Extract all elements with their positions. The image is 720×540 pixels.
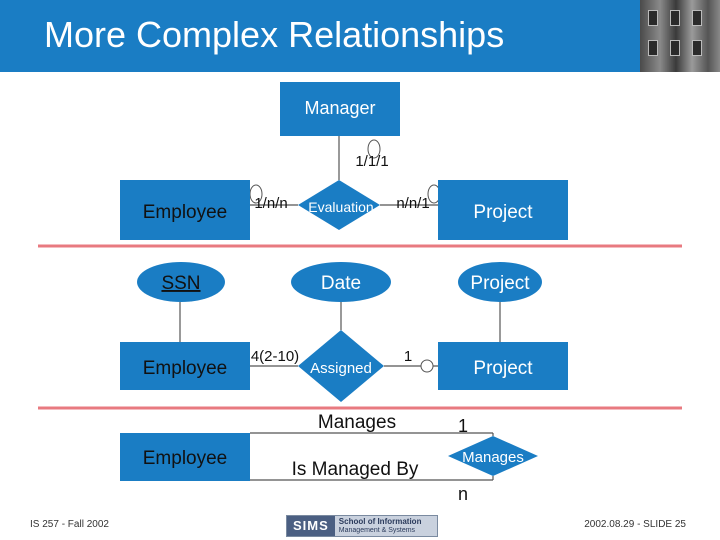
cardinality-project-evaluation: n/n/1: [396, 195, 429, 212]
role-label-is-managed-by: Is Managed By: [292, 459, 419, 480]
cardinality-project-assigned: 1: [404, 348, 412, 365]
cardinality-manages-top: 1: [458, 416, 468, 436]
cardinality-employee-evaluation: 1/n/n: [254, 195, 287, 212]
entity-manager: [280, 82, 400, 136]
entity-employee-label: Employee: [143, 448, 228, 469]
entity-employee-label: Employee: [143, 358, 228, 379]
photo-window: [648, 40, 658, 56]
cardinality-employee-assigned: 4(2-10): [251, 348, 299, 365]
entity-project: [438, 180, 568, 240]
relationship-evaluation: [298, 180, 380, 230]
optional-circle: [420, 359, 434, 373]
photo-window: [670, 40, 680, 56]
footer-slide-number: 2002.08.29 - SLIDE 25: [584, 519, 686, 530]
entity-employee: [120, 433, 250, 481]
attribute-ssn: [137, 262, 225, 302]
attribute-date: [291, 262, 391, 302]
footer-course: IS 257 - Fall 2002: [30, 519, 109, 530]
attribute-project: [458, 262, 542, 302]
sims-logo-line1: School of Information: [338, 517, 422, 526]
optional-circle: [367, 139, 381, 159]
sims-logo-mark: SIMS: [287, 516, 335, 536]
relationship-assigned: [298, 330, 384, 402]
cardinality-manages-bottom: n: [458, 484, 468, 504]
entity-project-label: Project: [473, 358, 533, 379]
sims-logo-text: School of Information Management & Syste…: [334, 516, 437, 536]
relationship-manages: [448, 436, 538, 476]
entity-project-label: Project: [473, 202, 533, 223]
photo-window: [648, 10, 658, 26]
photo-window: [692, 40, 702, 56]
relationship-manages-label: Manages: [462, 449, 524, 466]
building-photo: [640, 0, 720, 72]
entity-project: [438, 342, 568, 390]
attribute-ssn-label: SSN: [161, 273, 200, 294]
attribute-project-label: Project: [470, 273, 530, 294]
entity-employee: [120, 342, 250, 390]
entity-manager-label: Manager: [304, 98, 375, 118]
photo-window: [670, 10, 680, 26]
role-label-manages: Manages: [318, 412, 396, 433]
attribute-date-label: Date: [321, 273, 361, 294]
entity-employee: [120, 180, 250, 240]
sims-logo: SIMS School of Information Management & …: [286, 515, 438, 537]
cardinality-manager-evaluation: 1/1/1: [355, 153, 388, 170]
title-bar: More Complex Relationships: [0, 0, 720, 72]
relationship-evaluation-label: Evaluation: [308, 199, 373, 215]
photo-window: [692, 10, 702, 26]
sims-logo-line2: Management & Systems: [338, 527, 416, 534]
relationship-assigned-label: Assigned: [310, 360, 372, 377]
entity-employee-label: Employee: [143, 202, 228, 223]
page-title: More Complex Relationships: [44, 14, 505, 55]
